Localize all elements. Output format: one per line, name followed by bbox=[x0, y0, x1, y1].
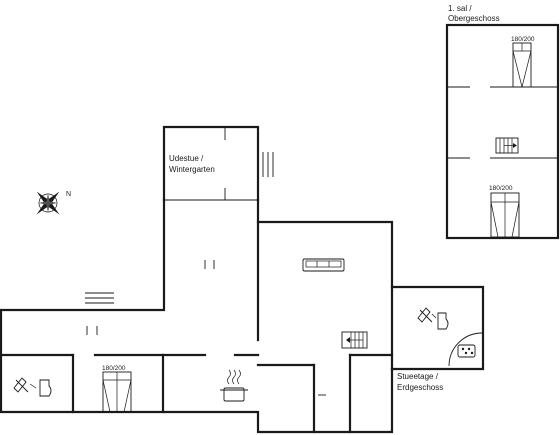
ground-floor-outline bbox=[0, 198, 394, 434]
bed-size-label: 180/200 bbox=[511, 36, 535, 43]
ground-floor-label-line2: Erdgeschoss bbox=[397, 383, 443, 392]
conservatory-outline bbox=[162, 125, 260, 202]
bed-icon: 180/200 bbox=[511, 36, 535, 88]
steps-icon bbox=[85, 292, 114, 304]
steps-icon bbox=[262, 152, 274, 177]
compass-north-label: N bbox=[66, 191, 71, 198]
stove-icon bbox=[220, 369, 248, 402]
ground-floor: Udestue / Wintergarten bbox=[0, 125, 485, 434]
upper-floor-label-line1: 1. sal / bbox=[448, 4, 472, 13]
conservatory: Udestue / Wintergarten bbox=[162, 125, 274, 202]
bed-icon: 180/200 bbox=[489, 185, 520, 238]
bed-size-label: 180/200 bbox=[489, 185, 513, 192]
toilet-icon bbox=[13, 377, 52, 397]
upper-floor-outline bbox=[445, 23, 560, 240]
toilet-icon bbox=[417, 307, 449, 330]
bed-size-label: 180/200 bbox=[102, 365, 126, 372]
bed-icon: 180/200 bbox=[102, 365, 132, 413]
ground-floor-outline bbox=[256, 198, 485, 371]
bathtub-icon bbox=[448, 332, 483, 367]
sofa-icon bbox=[302, 258, 345, 272]
ground-floor-label-line1: Stueetage / bbox=[397, 372, 439, 381]
conservatory-label-line2: Wintergarten bbox=[169, 165, 215, 174]
upper-floor: 1. sal / Obergeschoss 180/200 bbox=[445, 4, 560, 240]
conservatory-label-line1: Udestue / bbox=[169, 154, 204, 163]
stairs-icon bbox=[341, 331, 368, 349]
stairs-icon bbox=[495, 137, 519, 154]
upper-floor-label-line2: Obergeschoss bbox=[448, 14, 500, 23]
compass-icon: N bbox=[36, 191, 71, 215]
